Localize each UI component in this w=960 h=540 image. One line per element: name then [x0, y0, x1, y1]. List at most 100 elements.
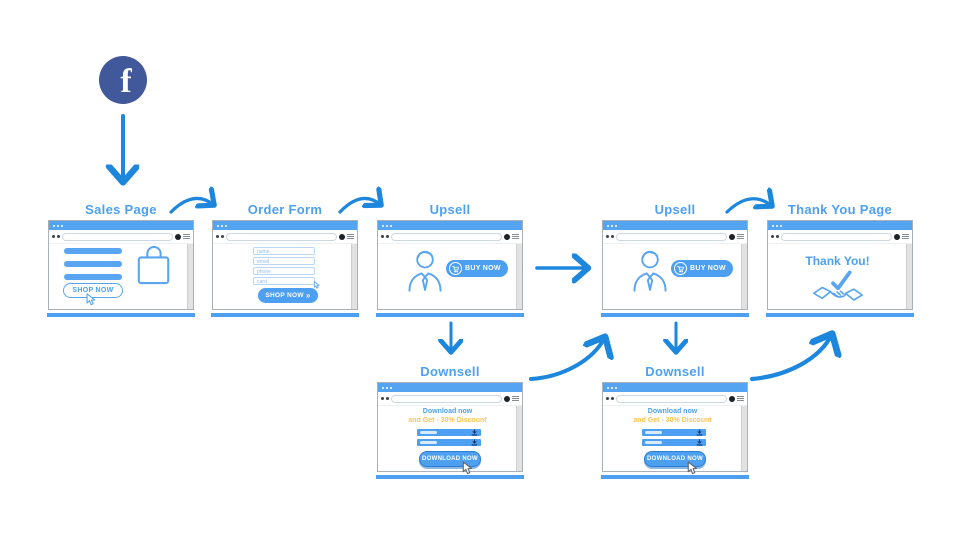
card-field[interactable]: card: [253, 277, 315, 285]
email-field[interactable]: email: [253, 257, 315, 265]
facebook-icon: f: [99, 56, 147, 104]
browser-action-icon: [175, 233, 181, 240]
back-icon: [216, 235, 219, 238]
window-base-bar: [601, 313, 749, 317]
window-navbar: [213, 230, 357, 244]
buy-now-label: BUY NOW: [690, 265, 726, 272]
scrollbar[interactable]: [187, 244, 193, 309]
scrollbar[interactable]: [741, 406, 747, 471]
download-now-text: Download now: [647, 408, 698, 415]
download-item-row[interactable]: [642, 439, 706, 446]
item-label-pill: [420, 431, 437, 434]
arrow-downsell1-to-upsell2: [529, 337, 605, 381]
url-bar: [781, 232, 892, 241]
scrollbar[interactable]: [741, 244, 747, 309]
name-field[interactable]: name: [253, 247, 315, 255]
download-item-row[interactable]: [417, 429, 481, 436]
forward-icon: [611, 235, 614, 238]
scrollbar[interactable]: [516, 406, 522, 471]
title-order-form: Order Form: [247, 202, 323, 217]
window-upsell-2: BUY NOW: [601, 220, 749, 317]
hand-cursor-icon: [687, 461, 698, 475]
scrollbar[interactable]: [351, 244, 357, 309]
download-now-text: Download now: [422, 408, 473, 415]
hand-cursor-icon: [462, 461, 473, 475]
salesperson-icon: [408, 250, 442, 292]
window-downsell-1: Download now and Get - 30% Discount: [376, 382, 524, 479]
window-navbar: [378, 392, 522, 406]
title-downsell-1: Downsell: [420, 364, 480, 379]
shop-now-label: SHOP NOW: [72, 287, 114, 294]
window-titlebar: [378, 221, 522, 230]
arrow-downsell2-to-thankyou: [749, 334, 832, 382]
forward-icon: [611, 397, 614, 400]
hamburger-menu-icon: [183, 234, 190, 239]
buy-now-button[interactable]: BUY NOW: [671, 260, 733, 277]
double-chevron-icon: »: [305, 290, 311, 300]
item-label-pill: [645, 441, 662, 444]
window-titlebar: [768, 221, 912, 230]
url-bar: [616, 232, 727, 241]
title-upsell-1: Upsell: [429, 202, 471, 217]
title-downsell-2: Downsell: [645, 364, 705, 379]
window-titlebar: [603, 221, 747, 230]
text-line-bar: [64, 248, 122, 254]
forward-icon: [386, 235, 389, 238]
back-icon: [381, 397, 384, 400]
forward-icon: [386, 397, 389, 400]
item-label-pill: [645, 431, 662, 434]
shop-now-button[interactable]: SHOP NOW »: [258, 288, 318, 303]
browser-action-icon: [504, 395, 510, 402]
window-base-bar: [47, 313, 195, 317]
window-base-bar: [211, 313, 359, 317]
url-bar: [391, 394, 502, 403]
download-now-label: DOWNLOAD NOW: [422, 456, 478, 462]
cart-icon: [449, 262, 462, 275]
browser-action-icon: [729, 395, 735, 402]
hamburger-menu-icon: [512, 396, 519, 401]
facebook-letter: f: [120, 63, 132, 100]
browser-action-icon: [339, 233, 345, 240]
download-now-label: DOWNLOAD NOW: [647, 456, 703, 462]
hamburger-menu-icon: [347, 234, 354, 239]
hamburger-menu-icon: [737, 396, 744, 401]
download-item-row[interactable]: [642, 429, 706, 436]
download-icon: [471, 439, 478, 446]
browser-action-icon: [729, 233, 735, 240]
window-titlebar: [213, 221, 357, 230]
back-icon: [606, 235, 609, 238]
back-icon: [606, 397, 609, 400]
window-titlebar: [603, 383, 747, 392]
window-upsell-1: BUY NOW: [376, 220, 524, 317]
back-icon: [771, 235, 774, 238]
browser-action-icon: [504, 233, 510, 240]
salesperson-icon: [633, 250, 667, 292]
window-order-form: name email phone card SHOP NOW »: [211, 220, 359, 317]
browser-action-icon: [894, 233, 900, 240]
window-base-bar: [376, 313, 524, 317]
window-base-bar: [376, 475, 524, 479]
window-titlebar: [49, 221, 193, 230]
window-navbar: [603, 392, 747, 406]
title-thank-you: Thank You Page: [787, 202, 893, 217]
window-navbar: [378, 230, 522, 244]
discount-text: and Get - 30% Discount: [408, 417, 487, 424]
download-item-row[interactable]: [417, 439, 481, 446]
window-sales-page: SHOP NOW: [47, 220, 195, 317]
download-icon: [471, 429, 478, 436]
item-label-pill: [420, 441, 437, 444]
url-bar: [616, 394, 727, 403]
url-bar: [226, 232, 337, 241]
shop-now-button[interactable]: SHOP NOW: [63, 283, 123, 298]
window-titlebar: [378, 383, 522, 392]
scrollbar[interactable]: [906, 244, 912, 309]
thank-you-message: Thank You!: [805, 254, 870, 268]
hamburger-menu-icon: [512, 234, 519, 239]
window-navbar: [603, 230, 747, 244]
title-sales-page: Sales Page: [85, 202, 157, 217]
text-line-bar: [64, 261, 122, 267]
scrollbar[interactable]: [516, 244, 522, 309]
phone-field[interactable]: phone: [253, 267, 315, 275]
buy-now-button[interactable]: BUY NOW: [446, 260, 508, 277]
